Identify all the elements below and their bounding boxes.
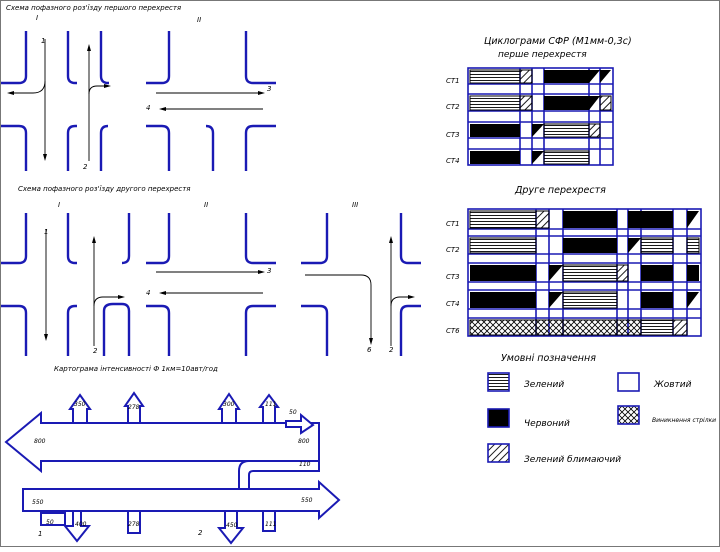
legend-swatch-pedestrian bbox=[617, 405, 640, 425]
cyclogram-grid-first bbox=[467, 67, 614, 166]
scheme2-label-2: 2 bbox=[93, 347, 98, 355]
cartogram-v300: 300 bbox=[223, 401, 235, 408]
scheme2-label-4: 4 bbox=[146, 289, 150, 297]
legend-flashing: Зелений блимаючий bbox=[524, 455, 621, 465]
cartogram-v278: 278 bbox=[128, 404, 140, 411]
legend-yellow: Жовтий bbox=[653, 380, 692, 390]
legend-swatch-yellow bbox=[617, 372, 640, 392]
scheme2-crossing-2 bbox=[146, 213, 276, 356]
cyclogram-first-label: перше перехрестя bbox=[498, 50, 587, 60]
cartogram-bot400: 400 bbox=[75, 521, 87, 528]
legend-title: Умовні позначення bbox=[501, 353, 596, 364]
cartogram-mark2: 2 bbox=[198, 529, 203, 537]
cartogram-right550: 550 bbox=[301, 497, 313, 504]
cartogram-bot450: 450 bbox=[226, 522, 238, 529]
scheme2-crossing-3 bbox=[301, 213, 421, 356]
second-row-st6: СТ6 bbox=[446, 327, 460, 335]
cartogram-mark1: 1 bbox=[38, 530, 42, 538]
scheme1-phase-2: II bbox=[197, 16, 201, 24]
cartogram-v111: 111 bbox=[265, 401, 276, 408]
cartogram bbox=[4, 391, 341, 545]
scheme2-label-1: 1 bbox=[44, 228, 48, 236]
scheme1-title: Схема пофазного роз'їзду першого перехре… bbox=[6, 4, 181, 12]
scheme1-crossing-1 bbox=[1, 31, 111, 171]
cartogram-bot50: 50 bbox=[46, 519, 54, 526]
legend-swatch-red bbox=[487, 408, 510, 428]
cyclogram-grid-second bbox=[467, 208, 702, 337]
cartogram-bot278: 278 bbox=[128, 521, 140, 528]
legend-swatch-green bbox=[487, 372, 510, 392]
scheme1-label-3: 3 bbox=[267, 85, 271, 93]
scheme1-phase-1: I bbox=[36, 14, 38, 22]
cartogram-title: Картограма інтенсивності Ф 1км=10авт/год bbox=[54, 365, 218, 373]
cyclogram-second-label: Друге перехрестя bbox=[514, 185, 606, 196]
cartogram-v50: 50 bbox=[289, 409, 297, 416]
scheme1-label-2: 2 bbox=[83, 163, 88, 171]
first-row-st1: СТ1 bbox=[446, 77, 460, 85]
scheme2-phase-2: II bbox=[204, 201, 208, 209]
second-row-st1: СТ1 bbox=[446, 220, 460, 228]
cartogram-right800: 800 bbox=[298, 438, 310, 445]
scheme2-crossing-1 bbox=[1, 213, 131, 356]
first-row-st4: СТ4 bbox=[446, 157, 460, 165]
scheme2-phase-1: I bbox=[58, 201, 60, 209]
scheme2-title: Схема пофазного роз'їзду другого перехре… bbox=[18, 185, 191, 193]
scheme1-label-1: 1 bbox=[41, 37, 45, 45]
cartogram-v110: 110 bbox=[299, 461, 311, 468]
second-row-st3: СТ3 bbox=[446, 273, 460, 281]
second-row-st2: СТ2 bbox=[446, 246, 460, 254]
scheme2-label-2b: 2 bbox=[389, 346, 394, 354]
scheme1-label-4: 4 bbox=[146, 104, 150, 112]
cyclogram-title: Циклограми СФР (М1мм-0,3с) bbox=[484, 36, 632, 47]
first-row-st3: СТ3 bbox=[446, 131, 460, 139]
cartogram-v350: 350 bbox=[74, 401, 86, 408]
scheme2-label-3: 3 bbox=[267, 267, 271, 275]
cartogram-left800: 800 bbox=[34, 438, 46, 445]
cartogram-left550: 550 bbox=[32, 499, 44, 506]
first-row-st2: СТ2 bbox=[446, 103, 460, 111]
scheme2-phase-3: III bbox=[352, 201, 358, 209]
cyclogram-first-bars bbox=[469, 69, 612, 165]
cyclogram-second-bars bbox=[469, 210, 700, 336]
legend-green: Зелений bbox=[524, 380, 564, 390]
scheme1-crossing-2 bbox=[146, 31, 276, 171]
legend-swatch-flashing bbox=[487, 443, 510, 463]
second-row-st4: СТ4 bbox=[446, 300, 460, 308]
scheme2-label-6: 6 bbox=[367, 346, 372, 354]
legend-red: Червоний bbox=[524, 419, 570, 429]
cartogram-bot111: 111 bbox=[265, 521, 276, 528]
legend-pedestrian: Виникнення стрілки bbox=[652, 417, 716, 424]
legend bbox=[487, 372, 640, 463]
